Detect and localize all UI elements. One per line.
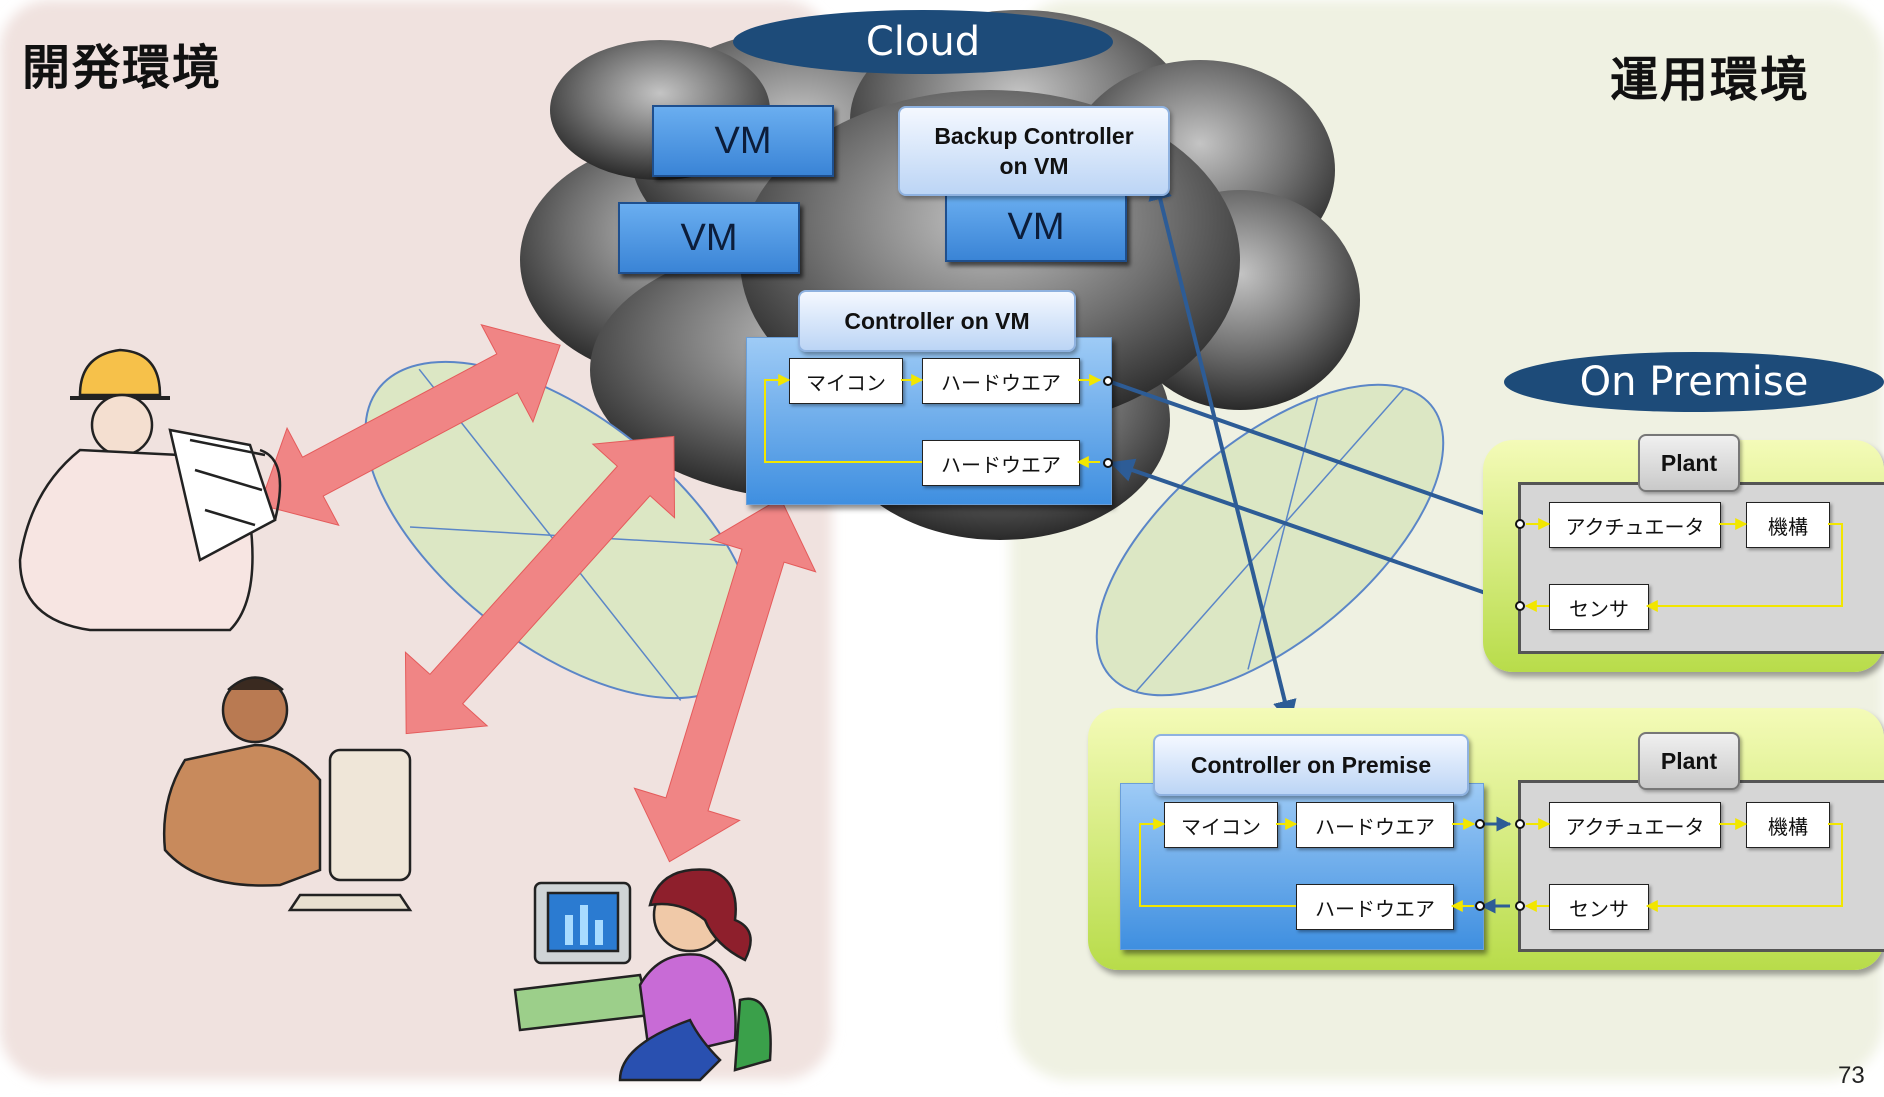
cloud-label-text: Cloud: [865, 19, 981, 65]
blue-connectors: [1107, 175, 1521, 725]
plant-bottom-sensor: センサ: [1549, 884, 1649, 930]
dev-env-title: 開発環境: [22, 40, 223, 96]
backup-controller: Backup Controller on VM: [898, 106, 1170, 196]
on-premise-label: On Premise: [1504, 352, 1884, 412]
controller-on-premise-title: Controller on Premise: [1153, 734, 1469, 796]
vm-box-3: VM: [945, 192, 1127, 262]
controller-on-vm-title: Controller on VM: [798, 290, 1076, 352]
ops-env-title: 運用環境: [1610, 52, 1811, 108]
pink-arrows: [259, 324, 817, 863]
premise-mcu-box: マイコン: [1164, 802, 1278, 848]
vm-mcu-box: マイコン: [789, 358, 903, 404]
vm-box-2: VM: [618, 202, 800, 274]
plant-bottom-mechanism: 機構: [1746, 802, 1830, 848]
page-number: 73: [1838, 1062, 1865, 1089]
premise-hw-in-box: ハードウエア: [1296, 884, 1454, 930]
plant-top-title: Plant: [1638, 434, 1740, 492]
premise-hw-out-box: ハードウエア: [1296, 802, 1454, 848]
plant-top-sensor: センサ: [1549, 584, 1649, 630]
plant-bottom-title: Plant: [1638, 732, 1740, 790]
vm-hw-in-box: ハードウエア: [922, 440, 1080, 486]
on-premise-label-text: On Premise: [1579, 359, 1809, 405]
vm-hw-out-box: ハードウエア: [922, 358, 1080, 404]
cloud-label: Cloud: [733, 10, 1113, 74]
plant-top-mechanism: 機構: [1746, 502, 1830, 548]
plant-bottom-actuator: アクチュエータ: [1549, 802, 1721, 848]
vm-box-1: VM: [652, 105, 834, 177]
plant-top-actuator: アクチュエータ: [1549, 502, 1721, 548]
